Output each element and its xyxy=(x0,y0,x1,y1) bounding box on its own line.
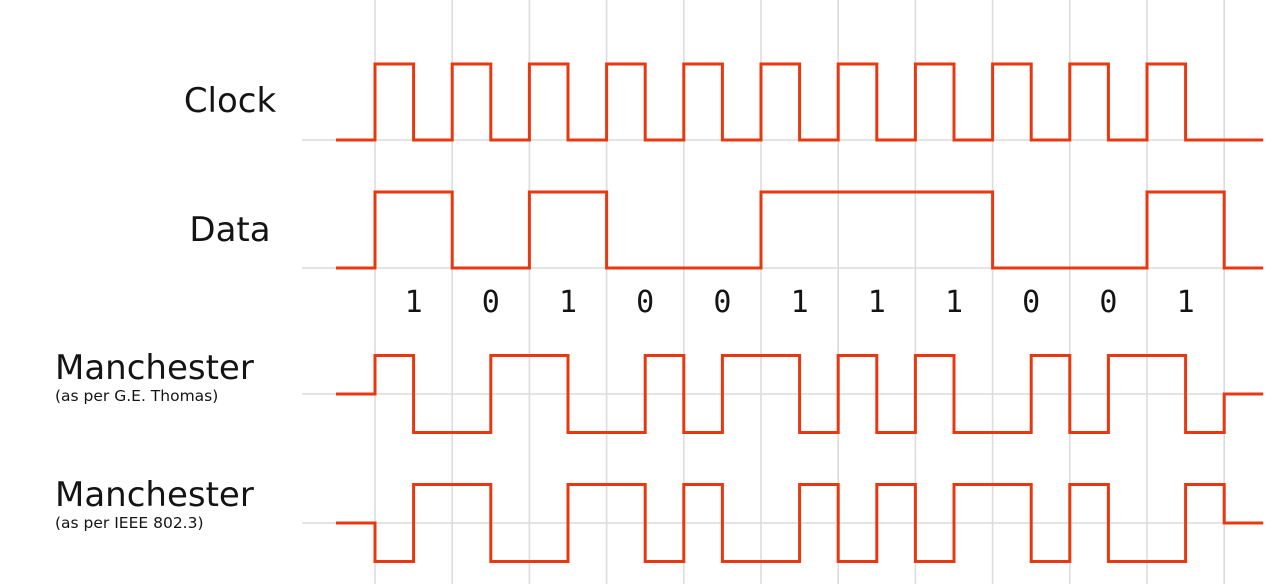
bit-label: 1 xyxy=(405,285,423,320)
row-label-clock: Clock xyxy=(80,81,380,121)
manchester-ieee-sublabel: (as per IEEE 802.3) xyxy=(55,514,204,533)
waveform-data xyxy=(336,190,1264,270)
bit-labels: 1 0 1 0 0 1 1 1 0 0 1 xyxy=(405,285,1195,320)
bit-label: 1 xyxy=(1177,285,1195,320)
bit-label: 1 xyxy=(868,285,886,320)
row-label-data: Data xyxy=(80,210,380,250)
waveform-clock xyxy=(336,62,1264,142)
bit-label: 0 xyxy=(482,285,500,320)
manchester-thomas-sublabel: (as per G.E. Thomas) xyxy=(55,387,219,406)
bit-label: 1 xyxy=(791,285,809,320)
bit-label: 1 xyxy=(945,285,963,320)
row-label-manchester-ieee: Manchester (as per IEEE 802.3) xyxy=(55,475,385,533)
waveform-manchester-thomas xyxy=(336,354,1264,434)
manchester-thomas-label: Manchester xyxy=(55,348,254,388)
bit-label: 0 xyxy=(636,285,654,320)
data-label: Data xyxy=(189,210,271,250)
row-label-manchester-thomas: Manchester (as per G.E. Thomas) xyxy=(55,348,385,406)
clock-label: Clock xyxy=(183,81,277,121)
waveform-manchester-ieee xyxy=(336,483,1264,563)
bit-label: 0 xyxy=(713,285,731,320)
bit-label: 0 xyxy=(1022,285,1040,320)
baselines xyxy=(302,139,1263,524)
manchester-ieee-label: Manchester xyxy=(55,475,254,515)
bit-label: 0 xyxy=(1099,285,1117,320)
bit-label: 1 xyxy=(559,285,577,320)
waveforms xyxy=(336,62,1264,563)
